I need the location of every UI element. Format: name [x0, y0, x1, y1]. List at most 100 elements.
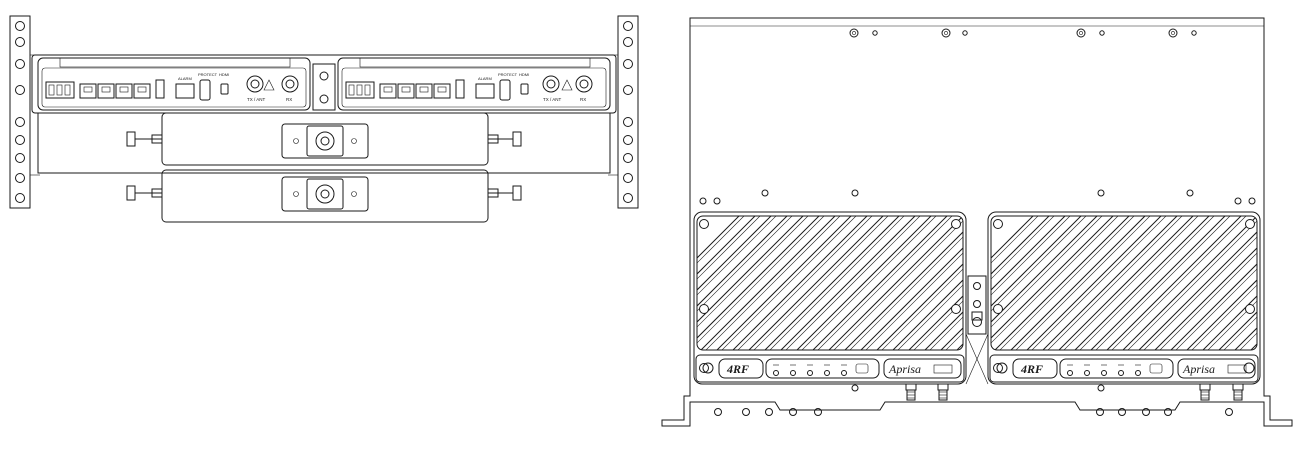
ethernet-ports: [79, 83, 151, 99]
hole: [851, 189, 859, 197]
screw-center: [852, 31, 856, 35]
heatsink-fin: [1182, 216, 1257, 350]
status-led: [841, 370, 847, 376]
status-led: [807, 370, 813, 376]
right-heatsink-module: 4RF Aprisa: [987, 211, 1261, 385]
filter-unit-bottom: [126, 169, 522, 223]
heatsink-fin-edge: [781, 216, 923, 350]
mounting-screw: [951, 219, 961, 229]
rx-label: RX: [580, 97, 586, 102]
heatsink-fin: [904, 216, 963, 350]
heatsink-fin-edge: [697, 216, 811, 350]
connector-body: [1199, 383, 1211, 391]
screw: [1168, 28, 1178, 38]
heatsink-fin-edge: [697, 216, 763, 350]
heatsink-fin: [697, 216, 742, 350]
mounting-hole: [15, 37, 25, 47]
heatsink-fin-edge: [1107, 216, 1249, 350]
heatsink-fin: [840, 216, 963, 350]
hdmi-port: HDMI: [219, 72, 229, 95]
mounting-screw: [1245, 304, 1255, 314]
flange-hole: [789, 408, 797, 416]
heatsink-fin: [1134, 216, 1257, 350]
flange-holes: [714, 408, 1233, 416]
status-led: [1135, 370, 1141, 376]
heatsink-fin-edge: [1027, 216, 1169, 350]
status-led: [790, 370, 796, 376]
tx-ant-label: TX / ANT: [247, 97, 266, 102]
mounting-hole: [623, 153, 633, 163]
heatsink-fin: [991, 216, 1116, 350]
heatsink-fin: [808, 216, 950, 350]
connector-body: [937, 383, 949, 391]
screw: [872, 30, 878, 36]
heatsink-fin: [1006, 216, 1148, 350]
top-screws: [849, 28, 1197, 38]
mounting-hole: [15, 173, 25, 183]
connector-body: [905, 383, 917, 391]
mounting-screw: [1245, 219, 1255, 229]
heatsink-fin-edge: [845, 216, 963, 350]
alarm-port: ALARM: [175, 76, 195, 99]
heatsink-fin-edge: [991, 216, 1041, 350]
heatsink-fin: [712, 216, 854, 350]
4rf-logo: 4RF: [1020, 362, 1043, 376]
heatsink-fin: [1054, 216, 1196, 350]
heatsink-fin-edge: [991, 216, 1073, 350]
heatsink-fin-edge: [749, 216, 891, 350]
heatsink-fin: [1070, 216, 1212, 350]
heatsink-fin-edge: [1203, 216, 1257, 350]
mounting-screw: [993, 219, 1003, 229]
mounting-screw: [993, 304, 1003, 314]
flange-hole: [1096, 408, 1104, 416]
heatsink-fin: [792, 216, 934, 350]
heatsink-fin-edge: [733, 216, 875, 350]
heatsink-fin: [697, 216, 774, 350]
right-radio-unit: ALARM PROTECT HDMI TX / ANT RX: [337, 57, 611, 111]
mounting-hole: [15, 117, 25, 127]
heatsink-fin: [1086, 216, 1228, 350]
heatsink-fin-edge: [991, 216, 1105, 350]
status-led: [1101, 370, 1107, 376]
hole: [1097, 384, 1105, 392]
mounting-screw: [699, 363, 709, 373]
mounting-hole: [623, 173, 633, 183]
flange-hole: [714, 408, 722, 416]
hole: [761, 189, 769, 197]
heatsink-fin: [936, 216, 963, 350]
heatsink-fin: [1198, 216, 1257, 350]
screw: [849, 28, 859, 38]
hole: [851, 384, 859, 392]
filter-shelf: [37, 112, 611, 174]
flange-hole: [765, 408, 773, 416]
center-bracket: [965, 275, 989, 385]
tx-ant-label: TX / ANT: [543, 97, 562, 102]
heatsink-fin-edge: [995, 216, 1137, 350]
heatsink-fin: [969, 214, 1109, 354]
mounting-hole: [15, 21, 25, 31]
flange-hole: [742, 408, 750, 416]
right-thumb-screw: [487, 131, 522, 147]
mounting-screw: [993, 363, 1003, 373]
mounting-hole: [623, 193, 633, 203]
mounting-hole: [623, 85, 633, 95]
mounting-hole: [623, 59, 633, 69]
heatsink-fin: [991, 216, 1068, 350]
heatsink-fin: [697, 216, 790, 350]
left-heatsink-module: 4RF Aprisa: [693, 211, 1109, 385]
heatsink-fin: [856, 216, 963, 350]
hole: [699, 197, 707, 205]
status-led: [773, 370, 779, 376]
heatsink-fin-edge: [877, 216, 963, 350]
protect-label: PROTECT: [198, 72, 218, 77]
heatsink-fin-edge: [717, 216, 859, 350]
status-led: [1084, 370, 1090, 376]
hdmi-label: HDMI: [219, 72, 229, 77]
rear-view: 4RF Aprisa 4RF: [661, 17, 1293, 427]
mounting-hole: [623, 117, 633, 127]
mounting-screw: [951, 304, 961, 314]
heatsink-fin-edge: [765, 216, 907, 350]
alarm-label: ALARM: [178, 76, 192, 81]
flange-hole: [814, 408, 822, 416]
